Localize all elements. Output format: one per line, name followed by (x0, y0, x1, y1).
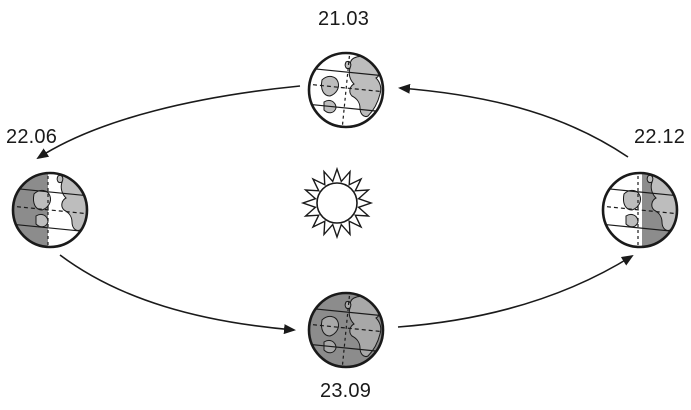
earth-globe-summer (10, 170, 93, 250)
sun-icon (303, 169, 371, 237)
earth-globe-winter (600, 170, 683, 250)
earth-globe-spring (306, 50, 386, 130)
orbit-arrow-winter-to-spring (400, 88, 628, 157)
orbit-arrow-autumn-to-winter (398, 256, 632, 327)
date-label-winter: 22.12 (634, 126, 685, 149)
orbit-arrow-spring-to-summer (38, 86, 300, 158)
date-label-autumn: 23.09 (320, 380, 371, 403)
earth-globe-autumn (306, 290, 386, 370)
orbit-arrow-summer-to-autumn (60, 255, 294, 330)
date-label-summer: 22.06 (6, 126, 57, 149)
date-label-spring: 21.03 (318, 8, 369, 31)
